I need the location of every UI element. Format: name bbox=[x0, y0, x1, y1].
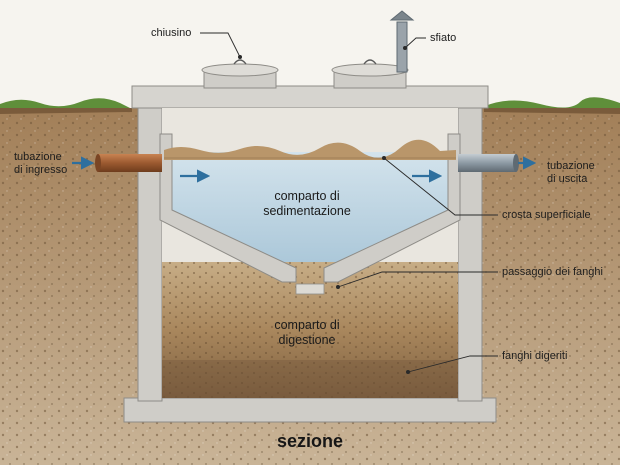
label-digestion-line2: digestione bbox=[278, 333, 336, 347]
label-sedimentation: comparto di sedimentazione bbox=[232, 189, 382, 219]
label-crust: crosta superficiale bbox=[502, 209, 591, 221]
label-digestion: comparto di digestione bbox=[232, 318, 382, 348]
label-outlet-line1: tubazione bbox=[547, 160, 595, 172]
hopper-walls bbox=[159, 133, 461, 295]
label-sedimentation-line1: comparto di bbox=[274, 189, 340, 203]
label-inlet-line1: tubazione bbox=[14, 151, 62, 163]
leader-dots bbox=[238, 46, 410, 374]
label-sludge-passage: passaggio dei fanghi bbox=[502, 266, 603, 278]
diagram-title: sezione bbox=[276, 431, 344, 451]
label-digested-sludge: fanghi digeriti bbox=[502, 350, 568, 362]
leader-lines bbox=[200, 32, 498, 373]
outlet-pipe bbox=[458, 154, 519, 172]
inlet-pipe bbox=[95, 154, 162, 172]
label-outlet-line2: di uscita bbox=[547, 173, 588, 185]
manhole-inlet-side bbox=[201, 59, 279, 89]
grass bbox=[0, 97, 620, 114]
manhole-outlet-side bbox=[331, 59, 409, 89]
flow-arrows bbox=[72, 156, 537, 183]
label-outlet: tubazione di uscita bbox=[547, 160, 595, 186]
label-manhole: chiusino bbox=[151, 27, 192, 39]
vent-pipe bbox=[389, 10, 415, 73]
label-digestion-line1: comparto di bbox=[274, 318, 340, 332]
surface-crust bbox=[164, 139, 456, 160]
label-sedimentation-line2: sedimentazione bbox=[263, 204, 351, 218]
label-inlet: tubazione di ingresso bbox=[14, 151, 67, 177]
label-vent: sfiato bbox=[430, 32, 457, 44]
label-inlet-line2: di ingresso bbox=[14, 164, 68, 176]
